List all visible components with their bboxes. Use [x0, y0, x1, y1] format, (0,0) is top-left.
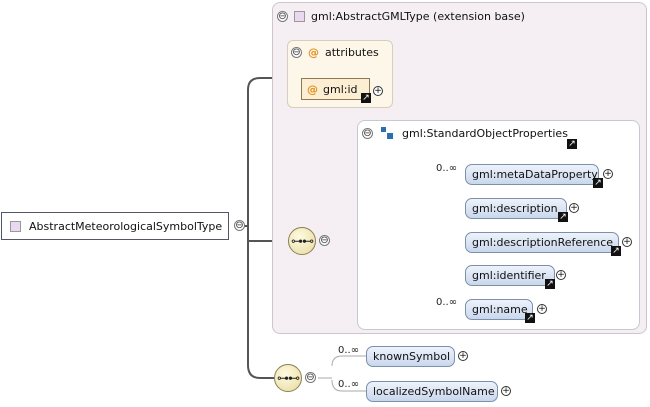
- element-localizedsymbolname[interactable]: localizedSymbolName: [366, 381, 498, 402]
- expand-icon[interactable]: +: [501, 386, 511, 396]
- complex-type-icon: [294, 10, 305, 22]
- cardinality-label: 0..∞: [338, 345, 360, 356]
- root-type-element[interactable]: AbstractMeteorologicalSymbolType: [1, 212, 229, 240]
- sequence-compositor-icon[interactable]: ⊶⊷: [274, 364, 302, 392]
- sop-header: ⊖ gml:StandardObjectProperties: [362, 127, 568, 140]
- link-icon[interactable]: ↗: [567, 139, 577, 149]
- standard-object-properties-group: [357, 120, 640, 330]
- attribute-gml-id[interactable]: @ gml:id: [301, 78, 370, 100]
- link-icon[interactable]: ↗: [361, 93, 371, 103]
- collapse-icon[interactable]: ⊖: [305, 372, 316, 383]
- extension-base-title: gml:AbstractGMLType (extension base): [311, 9, 525, 23]
- link-icon[interactable]: ↗: [593, 178, 603, 188]
- link-icon[interactable]: ↗: [611, 246, 621, 256]
- expand-icon[interactable]: +: [373, 86, 383, 96]
- collapse-icon[interactable]: ⊖: [319, 235, 330, 246]
- root-type-label: AbstractMeteorologicalSymbolType: [29, 219, 223, 233]
- expand-icon[interactable]: +: [537, 304, 547, 314]
- element-gml-metadataproperty[interactable]: gml:metaDataProperty: [465, 164, 599, 185]
- attribute-icon: @: [307, 82, 318, 96]
- sop-title: gml:StandardObjectProperties: [402, 127, 568, 140]
- element-gml-name[interactable]: gml:name: [465, 299, 533, 320]
- attributes-title: attributes: [325, 46, 379, 59]
- collapse-icon[interactable]: ⊖: [277, 10, 288, 22]
- element-gml-descriptionreference[interactable]: gml:descriptionReference: [465, 232, 619, 253]
- cardinality-label: 0..∞: [436, 163, 458, 174]
- attribute-icon: @: [308, 46, 319, 59]
- collapse-icon[interactable]: ⊖: [362, 128, 373, 139]
- expand-icon[interactable]: +: [556, 270, 566, 280]
- attribute-label: gml:id: [323, 82, 358, 96]
- link-icon[interactable]: ↗: [545, 279, 555, 289]
- element-knownsymbol[interactable]: knownSymbol: [366, 346, 455, 367]
- extension-base-header: ⊖ gml:AbstractGMLType (extension base): [277, 8, 525, 24]
- expand-icon[interactable]: +: [569, 203, 579, 213]
- element-gml-identifier[interactable]: gml:identifier: [465, 265, 555, 286]
- element-gml-description[interactable]: gml:description: [465, 198, 567, 219]
- expand-icon[interactable]: +: [603, 169, 613, 179]
- link-icon[interactable]: ↗: [525, 313, 535, 323]
- cardinality-label: 0..∞: [338, 379, 360, 390]
- attributes-header: ⊖ @ attributes: [291, 46, 379, 59]
- expand-icon[interactable]: +: [622, 237, 632, 247]
- complex-type-icon: [10, 220, 21, 232]
- expand-icon[interactable]: +: [458, 351, 468, 361]
- link-icon[interactable]: ↗: [558, 212, 568, 222]
- group-icon: [381, 127, 394, 140]
- cardinality-label: 0..∞: [436, 297, 458, 308]
- collapse-icon[interactable]: ⊖: [234, 220, 245, 231]
- sequence-compositor-icon[interactable]: ⊶⊷: [288, 227, 316, 255]
- collapse-icon[interactable]: ⊖: [291, 47, 302, 58]
